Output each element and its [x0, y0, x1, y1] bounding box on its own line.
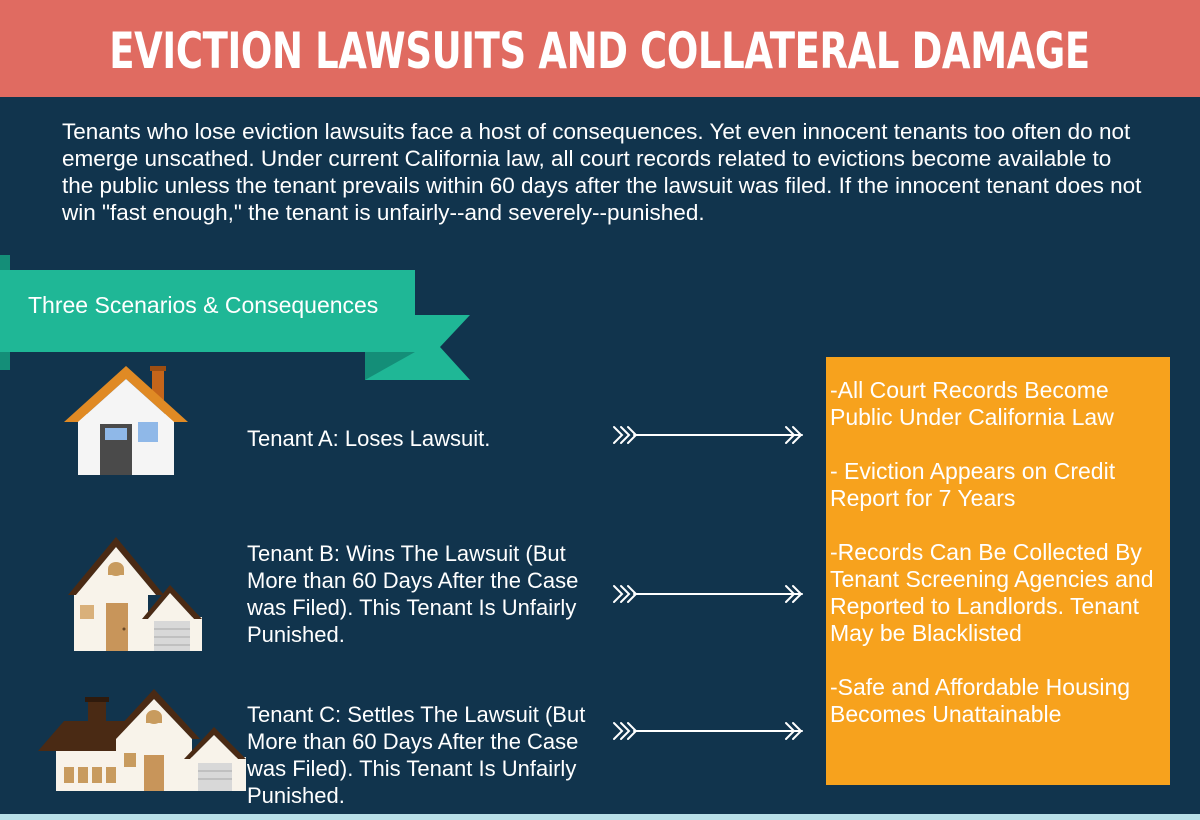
triple-arrow-icon	[613, 722, 803, 740]
tenant-b-description: Tenant B: Wins The Lawsuit (But More tha…	[247, 541, 579, 647]
title-banner: EVICTION LAWSUITS AND COLLATERAL DAMAGE	[0, 0, 1200, 97]
page-title: EVICTION LAWSUITS AND COLLATERAL DAMAGE	[109, 21, 1091, 80]
intro-paragraph: Tenants who lose eviction lawsuits face …	[62, 119, 1142, 225]
ribbon-banner	[0, 255, 470, 380]
consequence-item: - Eviction Appears on Credit Report for …	[830, 458, 1116, 511]
consequence-item: -Records Can Be Collected By Tenant Scre…	[830, 539, 1154, 646]
consequence-item: -All Court Records Become Public Under C…	[830, 377, 1114, 430]
ribbon-label: Three Scenarios & Consequences	[28, 292, 379, 318]
large-house-icon	[38, 689, 246, 791]
two-gable-house-icon	[68, 537, 202, 651]
small-house-icon	[64, 366, 188, 475]
tenant-c-description: Tenant C: Settles The Lawsuit (But More …	[247, 702, 586, 808]
footer-divider	[0, 814, 1200, 820]
triple-arrow-icon	[613, 585, 803, 603]
consequence-item: -Safe and Affordable Housing Becomes Una…	[830, 674, 1131, 727]
tenant-a-description: Tenant A: Loses Lawsuit.	[247, 426, 491, 451]
consequences-box: -All Court Records Become Public Under C…	[826, 357, 1170, 785]
triple-arrow-icon	[613, 426, 803, 444]
